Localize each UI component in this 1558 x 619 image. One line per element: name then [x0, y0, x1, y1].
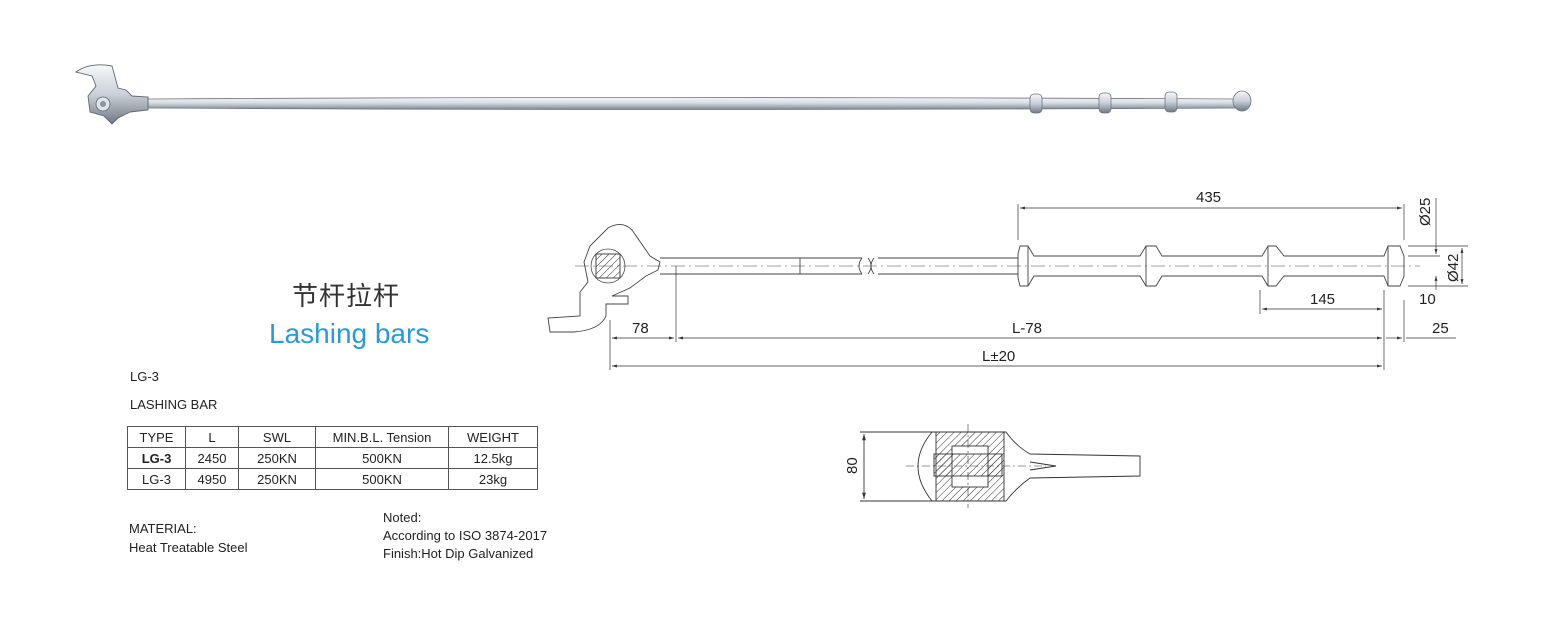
- dim-78: 78: [632, 320, 649, 337]
- material-block: MATERIAL: Heat Treatable Steel: [129, 519, 248, 557]
- notes-block: Noted: According to ISO 3874-2017 Finish…: [383, 509, 547, 563]
- header-weight: WEIGHT: [448, 426, 538, 448]
- dim-dia-42: Ø42: [1445, 254, 1462, 282]
- dim-80: 80: [844, 457, 861, 474]
- spec-table: TYPE L SWL MIN.B.L. Tension WEIGHT LG-3 …: [127, 426, 538, 490]
- page-title-chinese: 节杆拉杆: [292, 281, 401, 311]
- dim-dia-25: Ø25: [1417, 198, 1434, 226]
- dim-145: 145: [1310, 291, 1335, 308]
- material-label: MATERIAL:: [129, 521, 197, 536]
- cell-swl: 250KN: [238, 468, 316, 490]
- cell-type: LG-3: [127, 468, 186, 490]
- dimension-lines: [609, 198, 1468, 370]
- cell-swl: 250KN: [238, 447, 316, 469]
- table-row: LG-3 4950 250KN 500KN 23kg: [127, 468, 538, 490]
- model-code: LG-3: [130, 369, 159, 384]
- lashing-bar-illustration: [74, 64, 1252, 125]
- dim-10: 10: [1419, 291, 1436, 308]
- table-row: LG-3 2450 250KN 500KN 12.5kg: [127, 447, 538, 469]
- dim-l-78: L-78: [1012, 320, 1042, 337]
- dim-435: 435: [1196, 189, 1221, 206]
- cell-mbl: 500KN: [315, 468, 449, 490]
- page-title: Lashing bars: [269, 318, 430, 349]
- cell-l: 2450: [185, 447, 239, 469]
- cell-l: 4950: [185, 468, 239, 490]
- notes-standard: According to ISO 3874-2017: [383, 528, 548, 543]
- notes-label: Noted:: [383, 510, 422, 525]
- section-detail: [860, 424, 1141, 508]
- dim-l-20: L±20: [982, 348, 1015, 365]
- product-name: LASHING BAR: [130, 397, 218, 412]
- notes-finish: Finish:Hot Dip Galvanized: [383, 546, 534, 561]
- technical-drawing: [547, 224, 1420, 333]
- cell-weight: 23kg: [448, 468, 538, 490]
- dim-25: 25: [1432, 320, 1449, 337]
- cell-weight: 12.5kg: [448, 447, 538, 469]
- dimension-labels: 435 145 78 L-78 25 L±20 10 Ø25 Ø42 80: [632, 189, 1462, 474]
- material-value: Heat Treatable Steel: [129, 540, 248, 555]
